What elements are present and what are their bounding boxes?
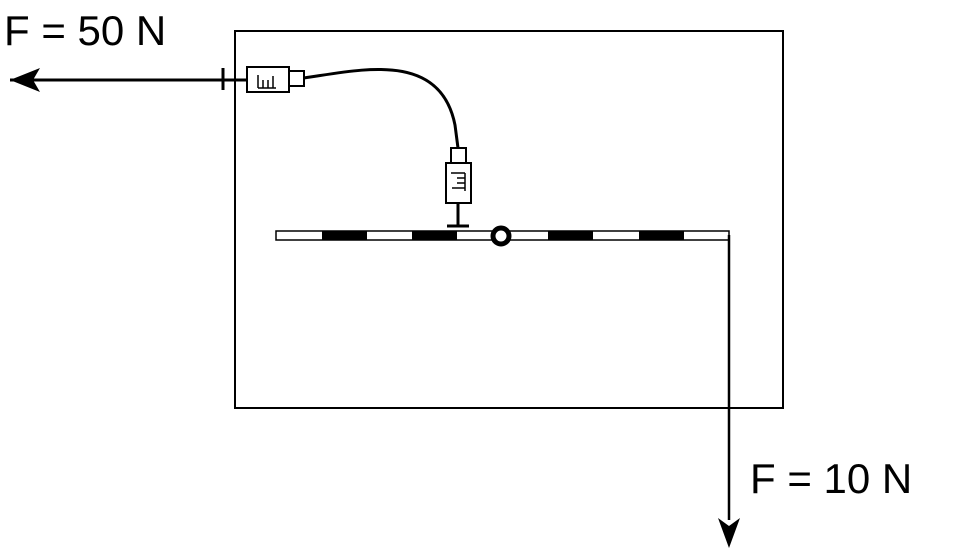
bar-mark bbox=[322, 231, 367, 240]
spring-scale-horizontal bbox=[228, 66, 305, 93]
spring-scale-vertical bbox=[445, 147, 472, 228]
bar-mark bbox=[548, 231, 593, 240]
pivot-point bbox=[490, 225, 512, 247]
force-label-50n: F = 50 N bbox=[4, 7, 167, 54]
connecting-cord bbox=[303, 67, 460, 149]
force-label-10n: F = 10 N bbox=[750, 455, 913, 502]
board-frame bbox=[234, 30, 784, 409]
bar-mark bbox=[639, 231, 684, 240]
bar-mark bbox=[412, 231, 457, 240]
force-arrow-left bbox=[10, 68, 228, 92]
force-arrow-down bbox=[718, 235, 740, 548]
